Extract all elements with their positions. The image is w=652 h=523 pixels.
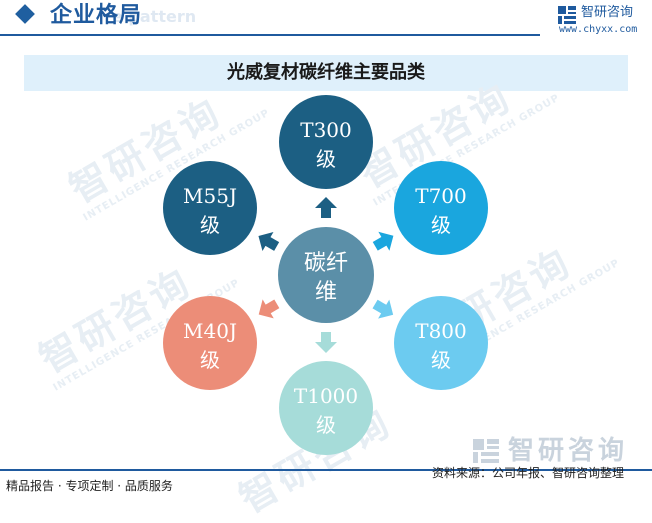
center-node-label-line1: 碳纤 bbox=[304, 251, 348, 276]
center-node-label-line2: 维 bbox=[315, 280, 337, 305]
arrow-m55j bbox=[258, 231, 280, 252]
footer-slogan: 精品报告 · 专项定制 · 品质服务 bbox=[6, 479, 173, 493]
brand-url: www.chyxx.com bbox=[559, 24, 638, 35]
footer-brand-name: 智研咨询 bbox=[508, 436, 629, 466]
node-m40j: M40J 级 bbox=[163, 296, 257, 390]
node-t700-label-line1: T700 bbox=[415, 184, 467, 208]
node-m55j: M55J 级 bbox=[163, 161, 257, 255]
node-t800: T800 级 bbox=[394, 296, 488, 390]
brand-block: 智研咨询 www.chyxx.com bbox=[557, 3, 647, 37]
node-t300: T300 级 bbox=[279, 95, 373, 189]
chart-title-bar: 光威复材碳纤维主要品类 bbox=[24, 55, 628, 91]
node-t1000: T1000 级 bbox=[279, 361, 373, 455]
arrow-t300 bbox=[315, 197, 337, 218]
arrow-t1000 bbox=[315, 332, 337, 353]
node-t1000-label-line1: T1000 bbox=[294, 384, 358, 408]
source-note: 资料来源：公司年报、智研咨询整理 bbox=[432, 466, 625, 480]
arrow-m40j bbox=[258, 299, 280, 319]
node-t800-label-line1: T800 bbox=[415, 319, 467, 343]
node-m40j-label-line2: 级 bbox=[200, 348, 220, 372]
arrow-t700 bbox=[372, 231, 394, 251]
node-t800-label-line2: 级 bbox=[431, 348, 451, 372]
header-background-text: e pattern bbox=[112, 7, 197, 26]
page-header: e pattern 企业格局 智研咨询 www.chyxx.com bbox=[0, 0, 652, 40]
header-divider bbox=[0, 34, 540, 36]
node-m55j-label-line2: 级 bbox=[200, 213, 220, 237]
node-m55j-label-line1: M55J bbox=[183, 184, 237, 208]
footer-divider bbox=[0, 469, 652, 471]
brand-name: 智研咨询 bbox=[581, 5, 634, 20]
node-t1000-label-line2: 级 bbox=[316, 413, 336, 437]
node-m40j-label-line1: M40J bbox=[183, 319, 237, 343]
node-t300-label-line1: T300 bbox=[300, 118, 352, 142]
brand-logo-icon bbox=[558, 6, 576, 24]
footer-brand: 智研咨询 bbox=[472, 436, 642, 466]
center-node: 碳纤维 bbox=[278, 227, 374, 323]
node-t300-label-line2: 级 bbox=[316, 147, 336, 171]
footer-brand-logo-icon bbox=[473, 439, 499, 463]
chart-title: 光威复材碳纤维主要品类 bbox=[227, 62, 425, 83]
node-t700-label-line2: 级 bbox=[431, 213, 451, 237]
arrows-group bbox=[258, 197, 394, 353]
section-title: 企业格局 bbox=[50, 3, 143, 28]
arrow-t800 bbox=[372, 299, 394, 319]
node-t700: T700 级 bbox=[394, 161, 488, 255]
